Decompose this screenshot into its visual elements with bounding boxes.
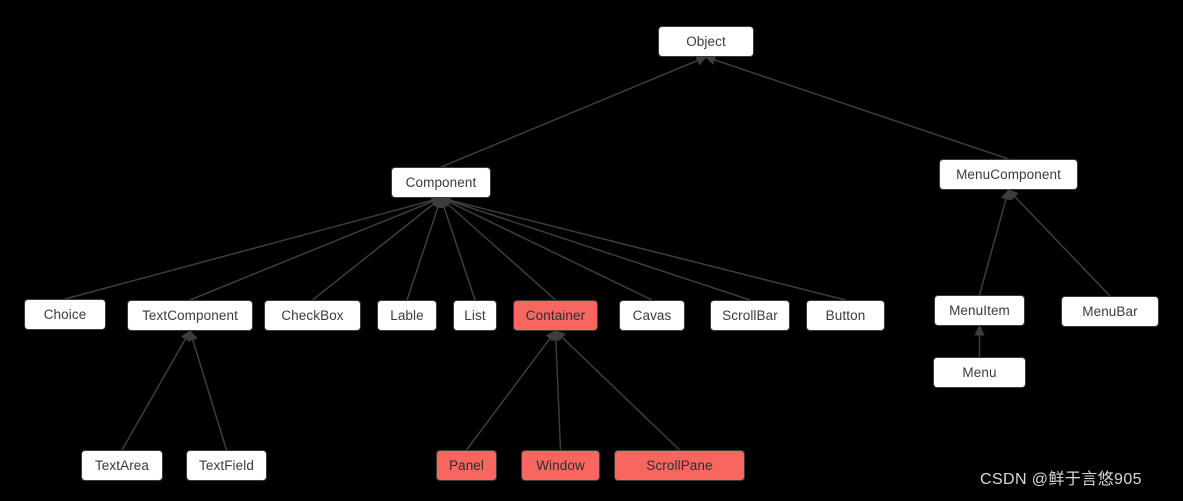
class-node-label: TextArea bbox=[94, 457, 150, 473]
inheritance-edge-textarea-to-textcomponent bbox=[121, 330, 191, 451]
inheritance-edge-scrollbar-to-component bbox=[440, 195, 751, 301]
class-node-menu[interactable]: Menu bbox=[933, 357, 1026, 388]
class-node-label: Panel bbox=[448, 457, 485, 473]
inheritance-edge-textcomponent-to-component bbox=[189, 196, 442, 301]
inheritance-edge-menubar-to-menucomponent bbox=[1007, 189, 1111, 297]
inheritance-edge-textfield-to-textcomponent bbox=[187, 329, 228, 451]
class-node-menubar[interactable]: MenuBar bbox=[1061, 296, 1159, 327]
class-node-container[interactable]: Container bbox=[513, 300, 598, 331]
class-node-scrollpane[interactable]: ScrollPane bbox=[614, 450, 745, 481]
class-node-textarea[interactable]: TextArea bbox=[81, 450, 163, 481]
class-node-label: ScrollPane bbox=[646, 457, 713, 473]
class-node-label: TextComponent bbox=[142, 307, 238, 323]
class-node-component[interactable]: Component bbox=[391, 167, 491, 198]
inheritance-edge-checkbox-to-component bbox=[312, 197, 442, 301]
inheritance-edge-panel-to-container bbox=[465, 330, 557, 451]
class-node-label: Component bbox=[405, 174, 477, 190]
class-node-label: Lable bbox=[390, 307, 424, 323]
class-node-label: ScrollBar bbox=[722, 307, 778, 323]
class-node-list[interactable]: List bbox=[453, 300, 497, 331]
inheritance-edge-cavas-to-component bbox=[440, 197, 653, 301]
class-node-menuitem[interactable]: MenuItem bbox=[934, 295, 1025, 326]
class-node-label: Button bbox=[825, 307, 866, 323]
inheritance-edge-container-to-component bbox=[440, 197, 556, 301]
inheritance-edge-scrollpane-to-container bbox=[554, 330, 681, 451]
inheritance-edge-list-to-component bbox=[439, 197, 476, 301]
class-node-textcomponent[interactable]: TextComponent bbox=[127, 300, 253, 331]
inheritance-edge-component-to-object bbox=[440, 55, 707, 168]
class-node-label: Object bbox=[686, 33, 726, 49]
inheritance-edge-menuitem-to-menucomponent bbox=[978, 188, 1012, 296]
class-node-object[interactable]: Object bbox=[658, 26, 754, 57]
class-node-window[interactable]: Window bbox=[521, 450, 600, 481]
class-node-textfield[interactable]: TextField bbox=[186, 450, 267, 481]
class-node-label: MenuItem bbox=[949, 302, 1010, 318]
class-node-choice[interactable]: Choice bbox=[24, 299, 106, 330]
class-node-label: List bbox=[464, 307, 486, 323]
class-node-checkbox[interactable]: CheckBox bbox=[264, 300, 361, 331]
class-node-scrollbar[interactable]: ScrollBar bbox=[710, 300, 790, 331]
class-node-label: Window bbox=[536, 457, 585, 473]
class-node-label: MenuBar bbox=[1082, 303, 1138, 319]
inheritance-edge-choice-to-component bbox=[64, 195, 443, 300]
class-node-label: Choice bbox=[43, 306, 87, 322]
inheritance-edge-button-to-component bbox=[439, 195, 846, 301]
inheritance-edge-lable-to-component bbox=[406, 197, 443, 301]
class-node-menucomponent[interactable]: MenuComponent bbox=[939, 159, 1078, 190]
class-node-panel[interactable]: Panel bbox=[436, 450, 497, 481]
class-node-label: MenuComponent bbox=[956, 166, 1061, 182]
class-node-label: CheckBox bbox=[281, 307, 344, 323]
class-node-cavas[interactable]: Cavas bbox=[619, 300, 685, 331]
watermark: CSDN @鲜于言悠905 bbox=[980, 471, 1142, 488]
class-node-label: Menu bbox=[962, 364, 997, 380]
inheritance-edge-menucomponent-to-object bbox=[705, 55, 1009, 160]
class-node-lable[interactable]: Lable bbox=[377, 300, 437, 331]
class-node-button[interactable]: Button bbox=[806, 300, 885, 331]
class-node-label: Container bbox=[525, 307, 586, 323]
inheritance-edge-window-to-container bbox=[550, 329, 562, 451]
class-node-label: Cavas bbox=[632, 307, 672, 323]
class-node-label: TextField bbox=[199, 457, 254, 473]
